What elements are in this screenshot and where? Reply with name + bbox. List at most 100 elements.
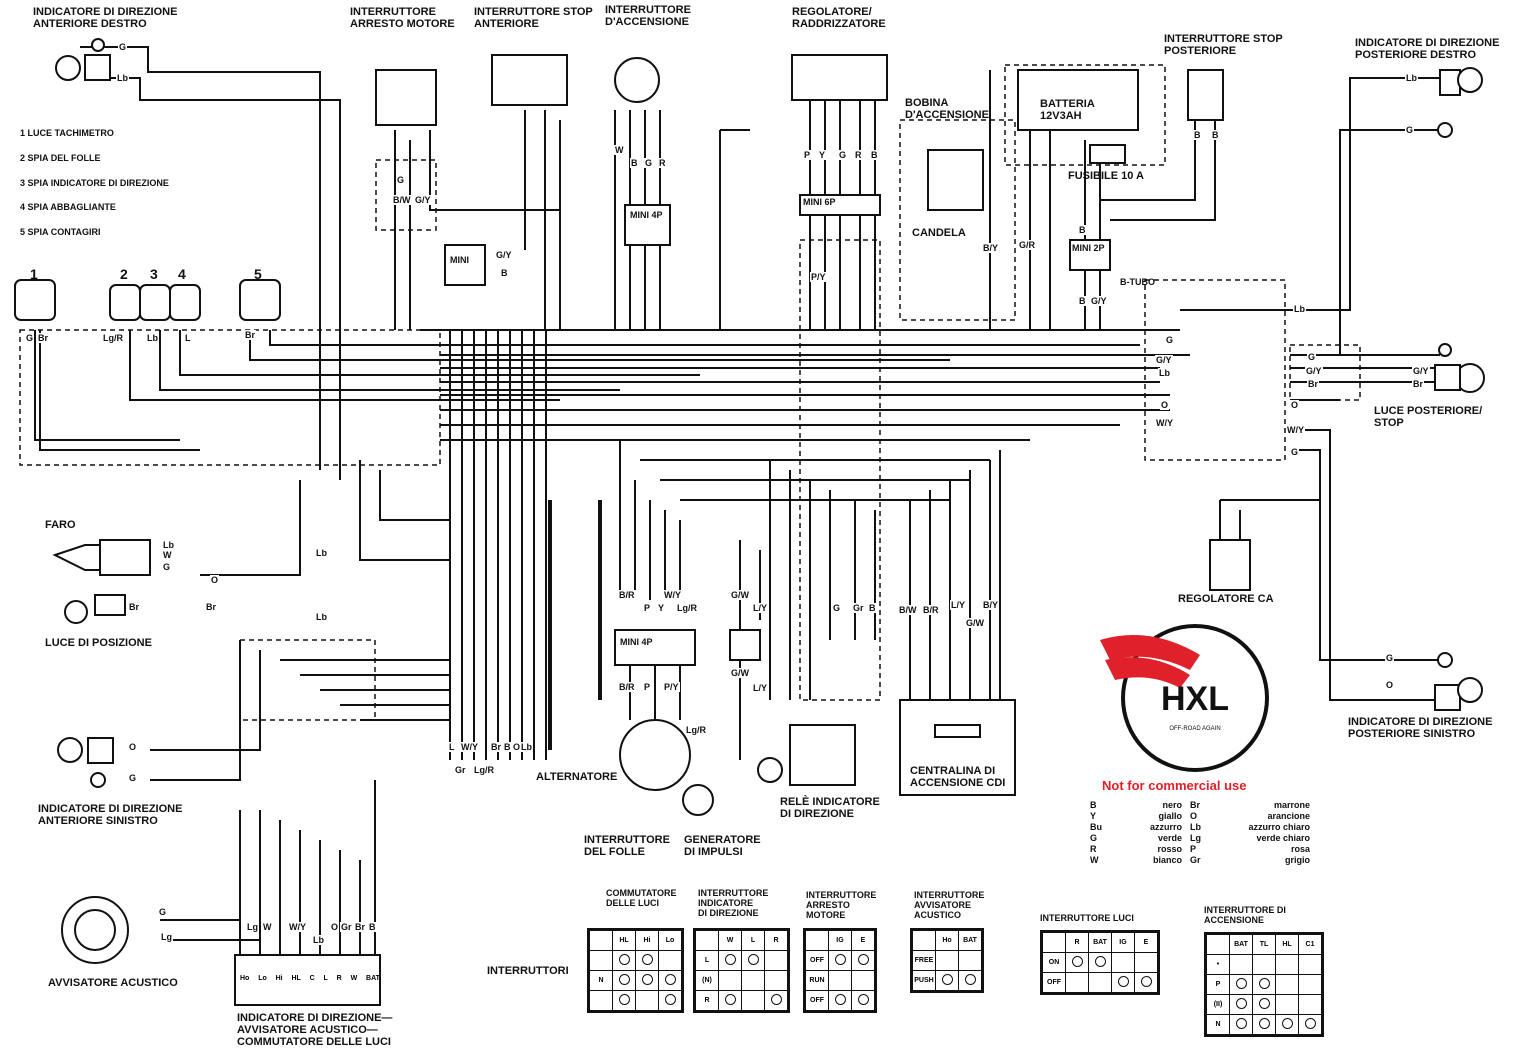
wire-label: G — [162, 562, 172, 572]
wire-label: O — [512, 742, 522, 752]
wire-label: B/R — [618, 590, 636, 600]
label-front-left-indicator: INDICATORE DI DIREZIONE ANTERIORE SINIST… — [38, 803, 183, 827]
wire-label: Gr — [852, 603, 865, 613]
wire-label: W — [162, 550, 173, 560]
wire-label: G — [1165, 335, 1175, 345]
wire-label: Lg/R — [473, 765, 495, 775]
terminal: R — [336, 975, 342, 982]
label-alternator: ALTERNATORE — [536, 771, 618, 783]
wire-label: Lb — [315, 548, 328, 558]
switch-table-title: INTERRUTTORE LUCI — [1040, 913, 1134, 923]
label-neutral-switch: INTERRUTTORE DEL FOLLE — [584, 834, 670, 858]
front-right-indicator-bulb — [55, 55, 81, 81]
wire-label: Br — [244, 330, 257, 340]
ac-regulator — [1209, 539, 1251, 591]
wire-label: B/W — [392, 195, 412, 205]
wire-label: O — [1290, 400, 1300, 410]
wire-label: L/Y — [752, 683, 769, 693]
wire-label: G — [118, 42, 128, 52]
label-rear-left-indicator: INDICATORE DI DIREZIONE POSTERIORE SINIS… — [1348, 716, 1493, 740]
wire-label: L — [184, 333, 192, 343]
wire-label: W/Y — [663, 590, 682, 600]
wire-label: Br — [37, 333, 50, 343]
lamp-number-4: 4 — [178, 266, 186, 282]
wire-label: G/Y — [1155, 355, 1173, 365]
switch-table-title: INTERRUTTORE ARRESTO MOTORE — [806, 890, 877, 920]
lamp-5 — [239, 279, 281, 321]
lamp-number-3: 3 — [150, 266, 158, 282]
wire-label: Lb — [116, 73, 129, 83]
lamp-3 — [139, 284, 171, 321]
wire-label: O — [330, 922, 340, 932]
label-mini-4p-bottom: MINI 4P — [620, 637, 653, 647]
wire-label: G/Y — [1090, 296, 1108, 306]
wire-label: Gr — [340, 922, 353, 932]
wire-label: L — [448, 742, 456, 752]
label-b-tubo: B-tubo — [1120, 277, 1155, 287]
wire-label: Lg/R — [676, 603, 698, 613]
wire-label: Lg — [160, 932, 173, 942]
label-spark-plug: CANDELA — [912, 227, 966, 239]
wire-label: G/R — [1018, 240, 1037, 250]
lamp-list-5: 5 SPIA CONTAGIRI — [20, 227, 101, 237]
terminal: HL — [291, 975, 301, 982]
wire-label: W — [262, 922, 273, 932]
wire-label: P — [643, 603, 652, 613]
lamp-list-3: 3 SPIA INDICATORE DI DIREZIONE — [20, 178, 169, 188]
wire-label: Lb — [520, 742, 533, 752]
wire-label: G — [838, 150, 848, 160]
wire-label: Br — [1412, 379, 1425, 389]
label-ignition-coil: BOBINA D'ACCENSIONE — [905, 97, 989, 121]
label-position-light: LUCE DI POSIZIONE — [45, 637, 152, 649]
switch-table-title: INTERRUTTORE AVVISATORE ACUSTICO — [914, 890, 985, 920]
wire-label: O — [210, 575, 220, 585]
wire-label: Lb — [162, 540, 175, 550]
label-horn: AVVISATORE ACUSTICO — [48, 977, 178, 989]
watermark-logo: HXL OFF-ROAD AGAIN — [1100, 624, 1269, 772]
wire-label: G — [644, 158, 654, 168]
label-rear-right-indicator: INDICATORE DI DIREZIONE POSTERIORE DESTR… — [1355, 37, 1500, 61]
switch-table-title: INTERRUTTORE INDICATORE DI DIREZIONE — [698, 888, 769, 918]
wire-label: P/Y — [810, 272, 827, 282]
wire-label: B — [500, 268, 509, 278]
wire-label: Br — [1307, 379, 1320, 389]
wire-label: L/Y — [752, 603, 769, 613]
wire-label: B — [1078, 296, 1087, 306]
wire-label: B — [870, 150, 879, 160]
wire-label: Lb — [146, 333, 159, 343]
wire-label: G — [128, 773, 138, 783]
wire-label: Lg — [246, 922, 259, 932]
wire-label: O — [1385, 680, 1395, 690]
label-mini-6p: MINI 6P — [803, 197, 836, 207]
wire-label: O — [1160, 400, 1170, 410]
wire-label: G — [158, 907, 168, 917]
label-fuse: FUSIBILE 10 A — [1068, 170, 1144, 182]
wire-label: G — [832, 603, 842, 613]
wire-label: O — [128, 742, 138, 752]
terminal: Lo — [258, 975, 267, 982]
wire-label: B — [1193, 130, 1202, 140]
wire-label: B/R — [922, 605, 940, 615]
wire-label: Lg/R — [685, 725, 707, 735]
lamp-number-5: 5 — [254, 266, 262, 282]
terminal: Hi — [275, 975, 283, 982]
lamp-2 — [109, 284, 141, 321]
label-battery: BATTERIA 12V3AH — [1040, 98, 1095, 122]
cdi-unit — [899, 699, 1016, 796]
terminal: C — [309, 975, 315, 982]
wire-label: B — [1078, 225, 1087, 235]
wire-label: P — [643, 682, 652, 692]
wire-label: Lb — [1405, 73, 1418, 83]
wire-label: B — [868, 603, 877, 613]
wire-label: Br — [354, 922, 367, 932]
wire-label: Y — [818, 150, 827, 160]
lamp-list-1: 1 LUCE TACHIMETRO — [20, 128, 114, 138]
wire-label: P/Y — [663, 682, 680, 692]
wire-label: Lg/R — [102, 333, 124, 343]
switch-table-title: COMMUTATORE DELLE LUCI — [606, 888, 677, 908]
